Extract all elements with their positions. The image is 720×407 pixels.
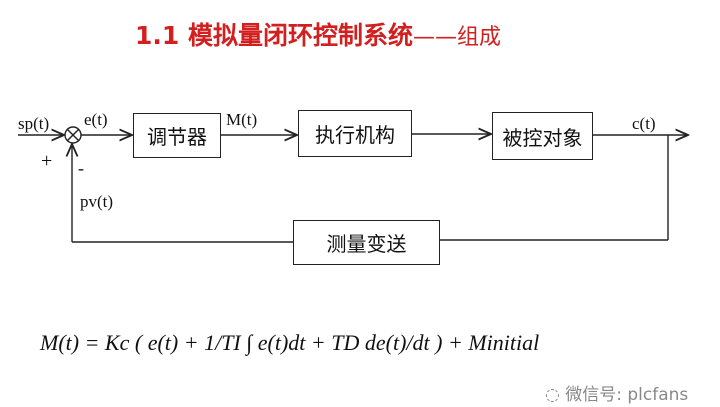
plus-sign: + xyxy=(41,150,53,172)
controller-block: 调节器 xyxy=(133,113,221,158)
error-label: e(t) xyxy=(84,110,108,129)
setpoint-label: sp(t) xyxy=(18,114,50,133)
page-title: 1.1 模拟量闭环控制系统——组成 xyxy=(135,16,501,52)
actuator-block: 执行机构 xyxy=(298,110,412,157)
output-label: c(t) xyxy=(632,114,656,133)
watermark-text: 微信号: plcfans xyxy=(565,385,689,405)
plant-block: 被控对象 xyxy=(492,112,593,160)
sensor-block: 测量变送 xyxy=(293,220,440,265)
title-main: 1.1 模拟量闭环控制系统 xyxy=(135,21,413,50)
title-sub: ——组成 xyxy=(413,25,502,50)
pid-formula: M(t) = Kc ( e(t) + 1/TI ∫ e(t)dt + TD de… xyxy=(40,330,540,355)
watermark: ◌ 微信号: plcfans xyxy=(545,380,688,405)
manipulated-label: M(t) xyxy=(226,110,258,129)
feedback-label: pv(t) xyxy=(80,192,114,211)
minus-sign: - xyxy=(78,158,84,178)
wechat-icon: ◌ xyxy=(545,385,566,405)
